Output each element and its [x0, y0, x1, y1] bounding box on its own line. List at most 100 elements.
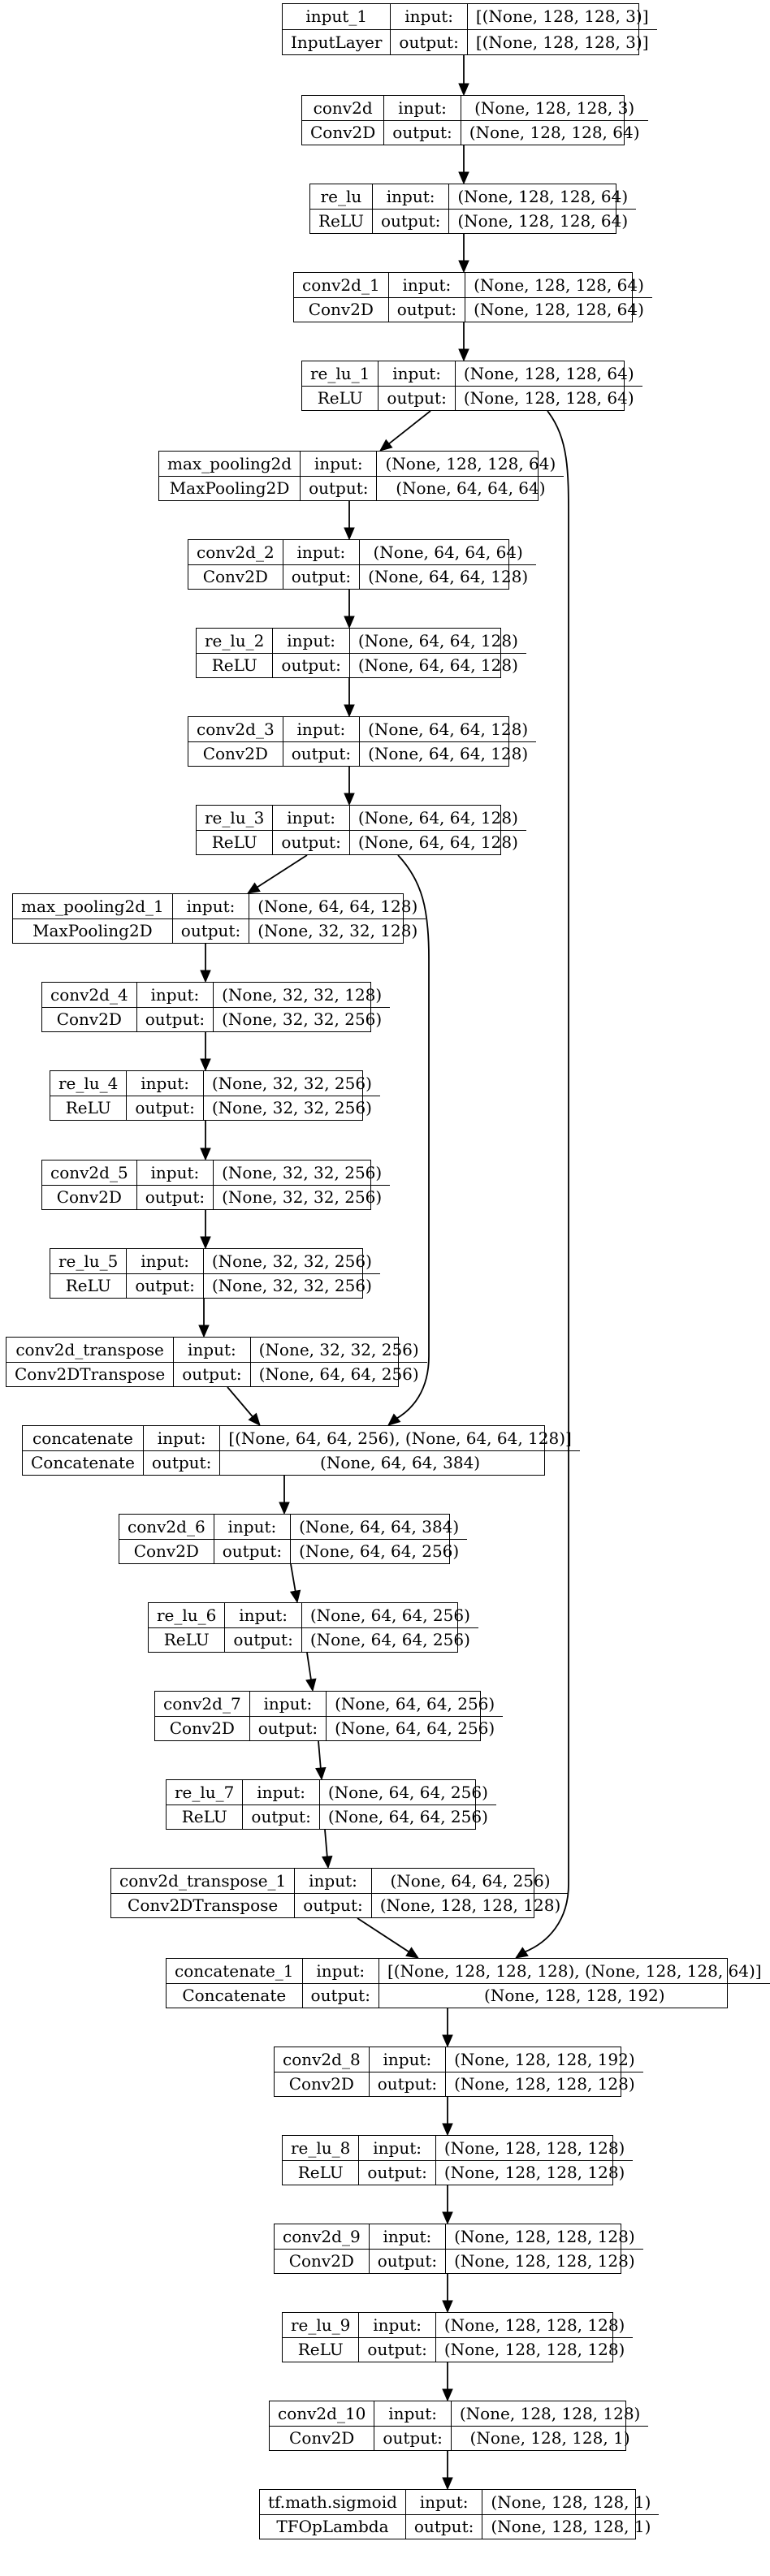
edge-arrowhead: [442, 2477, 453, 2491]
output-label: output:: [283, 741, 361, 766]
input-label: input:: [272, 629, 350, 654]
edge-arrowhead: [344, 704, 355, 718]
edge-arrowhead: [322, 1855, 333, 1869]
input-label: input:: [302, 1959, 379, 1984]
edge-conv2d-transpose-1-to-concatenate-1: [357, 1917, 411, 1954]
layer-type: ReLU: [310, 209, 373, 233]
input-label: input:: [126, 1249, 204, 1274]
output-shape: (None, 32, 32, 256): [222, 1187, 383, 1208]
edge-arrowhead: [387, 1413, 401, 1426]
output-label: output:: [300, 476, 378, 500]
output-shape: (None, 64, 64, 384): [320, 1453, 481, 1473]
layer-type: Conv2D: [155, 1716, 250, 1740]
output-label: output:: [224, 1627, 302, 1652]
layer-name: input_1: [283, 4, 391, 30]
output-label: output:: [242, 1804, 320, 1829]
output-shape: (None, 32, 32, 256): [211, 1276, 372, 1296]
layer-name: conv2d_2: [188, 540, 283, 565]
input-shape: (None, 128, 128, 128): [451, 2401, 649, 2427]
input-shape: (None, 32, 32, 256): [203, 1249, 380, 1274]
output-shape: (None, 128, 128, 64): [469, 123, 640, 143]
layer-name: conv2d_3: [188, 717, 283, 742]
input-shape: (None, 64, 64, 384): [290, 1515, 468, 1540]
layer-type: ReLU: [197, 653, 274, 677]
edge-arrowhead: [248, 1412, 261, 1426]
output-label: output:: [302, 1983, 379, 2008]
output-label: output:: [126, 1273, 204, 1298]
layer-name: re_lu_6: [149, 1603, 226, 1628]
input-label: input:: [143, 1426, 221, 1451]
output-shape: (None, 64, 64, 256): [335, 1718, 495, 1739]
layer-type: Conv2D: [119, 1539, 214, 1563]
edge-re-lu-7-to-conv2d-transpose-1: [324, 1829, 328, 1859]
layer-type: Conv2DTranspose: [111, 1893, 296, 1917]
input-shape: [(None, 64, 64, 256), (None, 64, 64, 128…: [219, 1426, 580, 1451]
edge-re-lu-1-to-max-pooling2d: [387, 410, 431, 446]
input-label: input:: [126, 1071, 204, 1096]
input-shape: (None, 128, 128, 1): [482, 2490, 660, 2515]
edge-re-lu-6-to-conv2d-7: [306, 1652, 313, 1682]
layer-name: re_lu_4: [50, 1071, 128, 1096]
edge-conv2d-7-to-re-lu-7: [318, 1740, 322, 1770]
output-label: output:: [272, 830, 350, 854]
output-shape: (None, 128, 128, 64): [463, 388, 634, 408]
input-shape: (None, 128, 128, 64): [376, 452, 565, 477]
output-shape: (None, 128, 128, 128): [443, 2163, 625, 2183]
output-shape: (None, 64, 64, 128): [368, 567, 529, 587]
layer-name: conv2d_9: [275, 2224, 370, 2250]
layer-type: Concatenate: [167, 1983, 303, 2008]
input-label: input:: [378, 361, 456, 387]
edge-arrowhead: [200, 970, 211, 983]
edge-arrowhead: [405, 1947, 420, 1959]
layer-name: re_lu_5: [50, 1249, 128, 1274]
layer-type: Conv2D: [302, 120, 385, 145]
edge-re-lu-3-to-concatenate: [394, 854, 430, 1420]
edge-arrowhead: [458, 83, 469, 97]
edge-arrowhead: [379, 439, 393, 452]
output-label: output:: [136, 1185, 214, 1209]
output-shape: (None, 128, 128, 128): [443, 2340, 625, 2360]
input-shape: (None, 64, 64, 64): [359, 540, 537, 565]
input-shape: (None, 32, 32, 256): [203, 1071, 380, 1096]
edge-arrowhead: [442, 2211, 453, 2225]
layer-type: Conv2D: [294, 297, 389, 322]
layer-name: tf.math.sigmoid: [260, 2490, 406, 2515]
layer-name: re_lu_3: [197, 806, 274, 831]
layer-type: ReLU: [283, 2160, 360, 2185]
input-shape: (None, 64, 64, 128): [349, 629, 526, 654]
layer-type: TFOpLambda: [260, 2514, 406, 2539]
input-shape: [(None, 128, 128, 128), (None, 128, 128,…: [379, 1959, 770, 1984]
output-label: output:: [143, 1450, 221, 1475]
input-label: input:: [294, 1869, 372, 1894]
output-label: output:: [372, 209, 450, 233]
layer-name: re_lu_7: [167, 1780, 244, 1805]
output-label: output:: [390, 29, 468, 54]
layer-name: conv2d_4: [42, 983, 137, 1008]
edge-re-lu-3-to-max-pooling2d-1: [255, 854, 308, 889]
layer-type: Conv2D: [188, 564, 283, 589]
input-label: input:: [136, 1160, 214, 1186]
input-shape: (None, 64, 64, 256): [371, 1869, 569, 1894]
input-label: input:: [383, 96, 461, 121]
output-shape: (None, 64, 64, 256): [299, 1541, 460, 1562]
output-shape: (None, 128, 128, 1): [491, 2517, 651, 2537]
layer-type: Conv2D: [275, 2249, 370, 2273]
input-shape: [(None, 128, 128, 3)]: [467, 4, 657, 30]
input-label: input:: [283, 717, 361, 742]
output-label: output:: [272, 653, 350, 677]
edge-arrowhead: [200, 1148, 211, 1161]
layer-type: ReLU: [283, 2337, 360, 2362]
layer-type: Concatenate: [23, 1450, 144, 1475]
input-label: input:: [369, 2224, 447, 2250]
input-shape: (None, 128, 128, 64): [465, 273, 652, 298]
